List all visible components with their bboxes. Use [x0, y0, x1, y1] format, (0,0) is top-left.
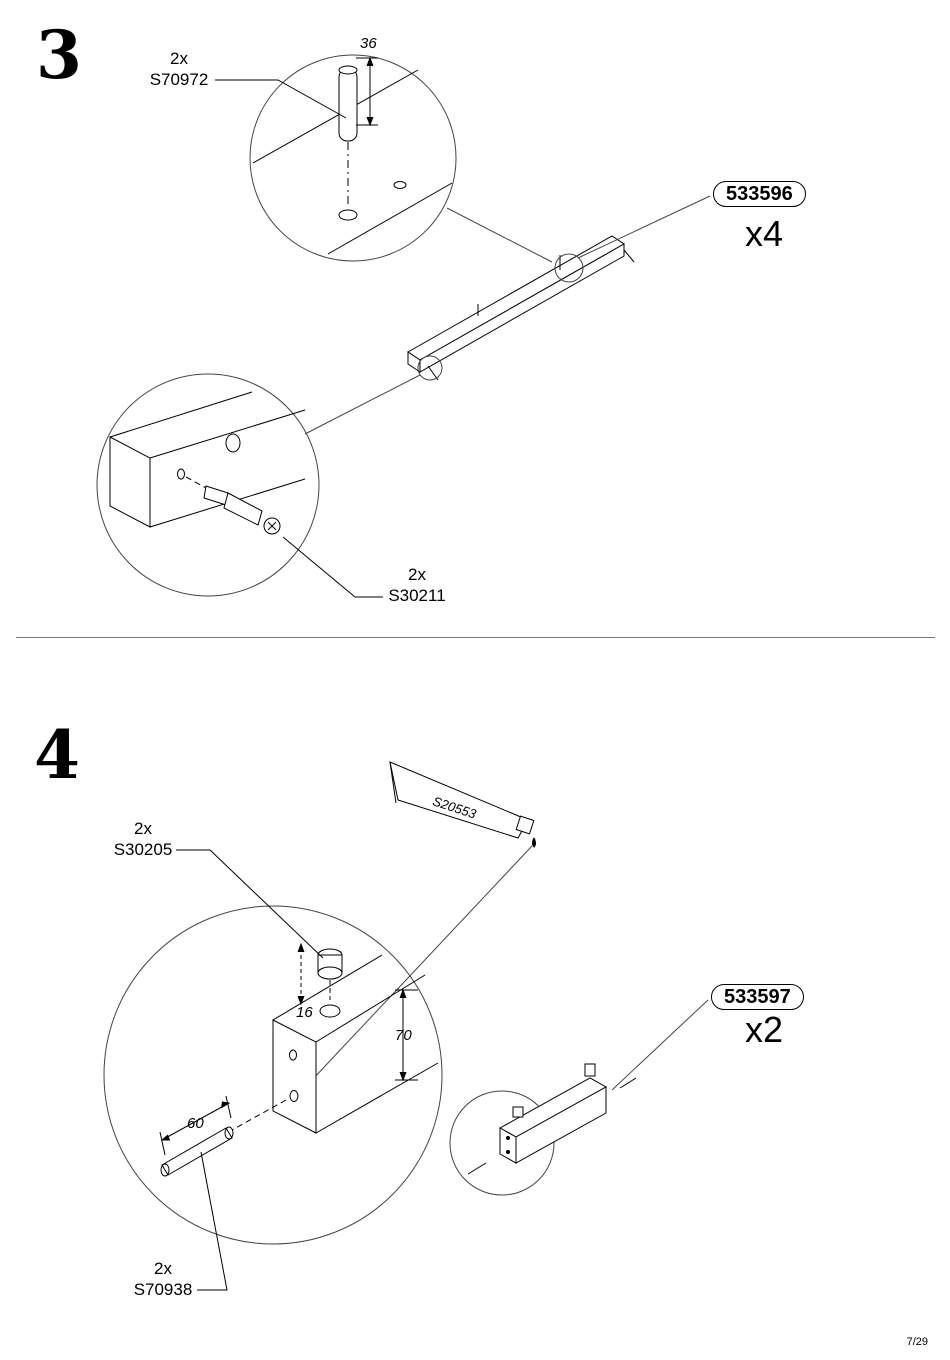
- dowel-detail-circle: [249, 54, 457, 262]
- hardware-code: S70938: [133, 1280, 193, 1299]
- dimension-label: 60: [187, 1115, 204, 1132]
- hardware-qty: 2x: [134, 819, 152, 838]
- dimension-label: 70: [395, 1027, 412, 1044]
- hardware-qty: 2x: [408, 565, 426, 584]
- leader-s70938: [197, 1151, 228, 1291]
- hardware-code: S70972: [149, 70, 209, 89]
- hardware-label-s30211: 2x S30211: [378, 564, 456, 606]
- part-badge-533597: 533597: [711, 984, 804, 1010]
- leg-detail-circle: [103, 905, 443, 1245]
- step-number-3: 3: [36, 16, 82, 94]
- leader-s30211: [282, 536, 383, 598]
- hardware-code: S30211: [388, 586, 446, 605]
- page-number: 7/29: [906, 1336, 928, 1348]
- part-quantity: x2: [745, 1009, 784, 1050]
- leader-s70972: [215, 79, 347, 119]
- hardware-code: S30205: [113, 840, 173, 859]
- hardware-label-s70972: 2x S70972: [140, 48, 218, 90]
- dimension-label: 36: [360, 35, 377, 52]
- step-number-4: 4: [34, 716, 80, 794]
- hardware-label-s30205: 2x S30205: [104, 818, 182, 860]
- hardware-qty: 2x: [170, 49, 188, 68]
- part-quantity: x4: [745, 213, 784, 254]
- hardware-qty: 2x: [154, 1259, 172, 1278]
- dimension-label: 16: [296, 1004, 313, 1021]
- glue-tube: [389, 761, 536, 848]
- leader-s30205: [176, 849, 324, 959]
- section-divider: [16, 637, 935, 638]
- cam-bolt-detail-circle: [96, 373, 320, 597]
- part-badge-533596: 533596: [713, 181, 806, 207]
- hardware-label-s70938: 2x S70938: [124, 1258, 202, 1300]
- part-533597-detail: [449, 1063, 637, 1196]
- rail-533596: [407, 235, 635, 381]
